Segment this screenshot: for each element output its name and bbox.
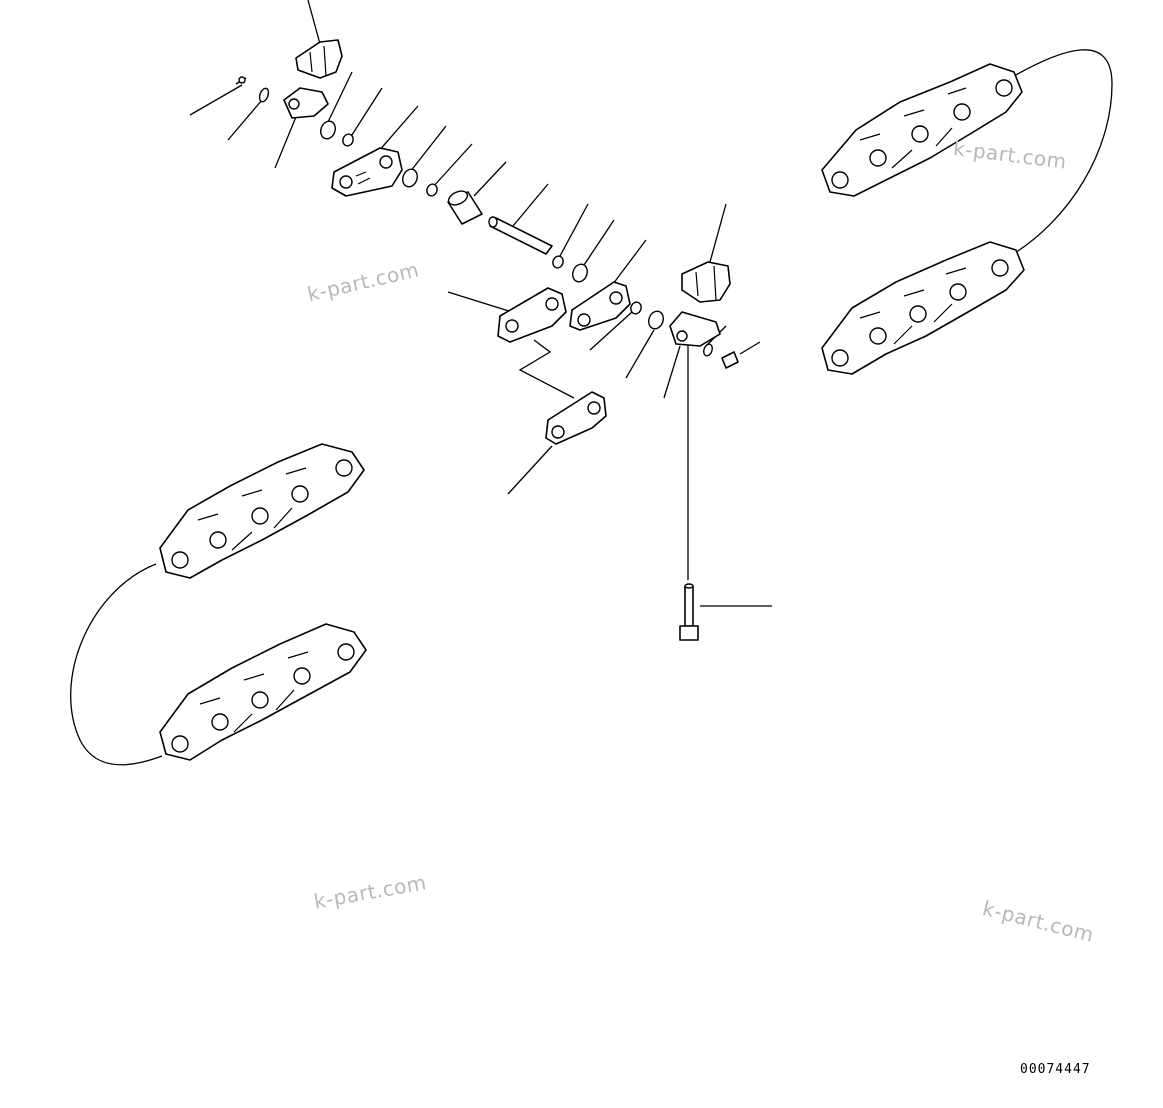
drawing-code: 00074447 — [1020, 1062, 1091, 1077]
master-link-lug-left — [283, 87, 329, 119]
track-chain-upper-right — [821, 63, 1023, 197]
chain-loop-curves — [70, 49, 1113, 766]
track-chain-upper-left — [159, 443, 365, 579]
master-link-lug-right — [669, 311, 721, 347]
pin-retainer-small — [235, 76, 270, 103]
track-link-top — [331, 147, 403, 197]
track-chain-lower-left — [159, 623, 367, 761]
seal-rings-middle — [552, 255, 588, 283]
leader-lines — [189, 0, 772, 607]
bushing — [447, 190, 483, 225]
track-pin — [488, 216, 553, 255]
track-link-lower — [545, 391, 607, 445]
track-chain-lower-right — [821, 241, 1025, 375]
seal-rings-top — [320, 120, 438, 197]
shoe-lug-right — [681, 261, 731, 303]
track-link-middle-right — [569, 281, 631, 331]
track-link-middle-left — [497, 287, 567, 343]
shoe-lug-top — [295, 39, 343, 79]
shoe-bolt — [679, 583, 699, 641]
pin-retainer-right — [703, 343, 739, 369]
seal-rings-lower — [630, 301, 664, 330]
